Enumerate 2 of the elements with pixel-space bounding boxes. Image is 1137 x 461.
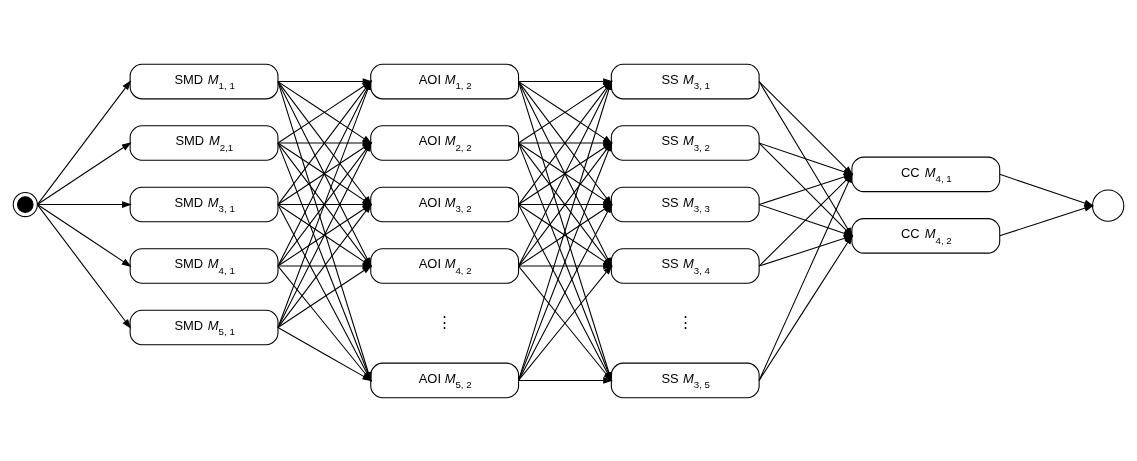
label: ⋮ [437,312,453,330]
label: ⋮ [677,312,693,330]
